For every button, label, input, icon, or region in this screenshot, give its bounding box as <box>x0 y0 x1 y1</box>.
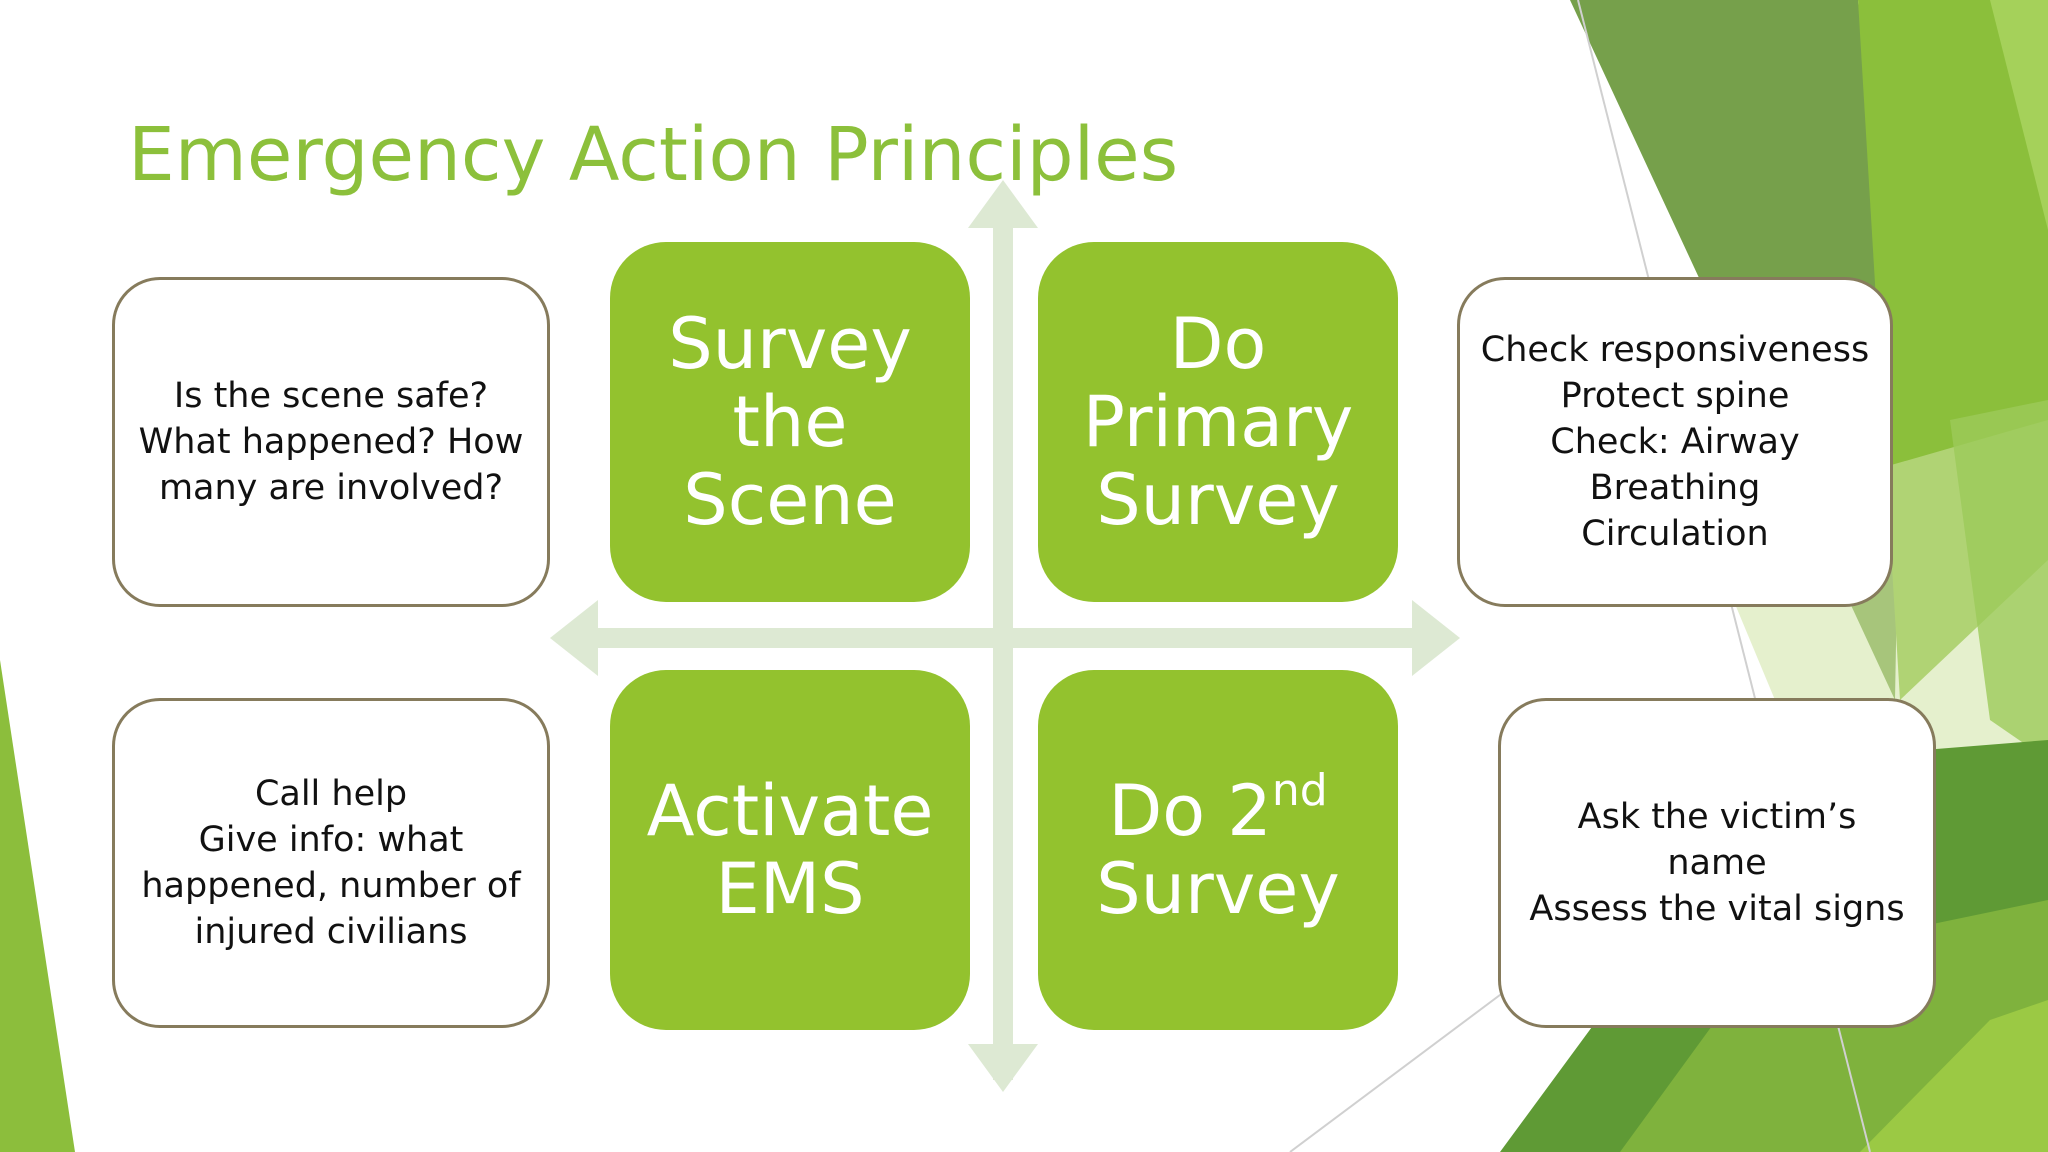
note-line: Check responsiveness <box>1480 330 1870 370</box>
note-line: What happened? How <box>138 422 524 462</box>
note-line: name <box>1667 843 1767 883</box>
note-line: Check: Airway <box>1550 422 1800 462</box>
tile-survey-the-scene: Survey the Scene <box>610 242 970 602</box>
note-line: Ask the victim’s <box>1577 797 1857 837</box>
tile-line: Survey <box>668 303 912 385</box>
tile-do-2nd-survey: Do 2nd Survey <box>1038 670 1398 1030</box>
tile-line: Do 2 <box>1108 770 1272 852</box>
note-box-secondary-checks: Ask the victim’s name Assess the vital s… <box>1498 698 1936 1028</box>
tile-line: Primary <box>1082 381 1354 463</box>
tile-do-primary-survey: Do Primary Survey <box>1038 242 1398 602</box>
note-line: Circulation <box>1581 514 1769 554</box>
tile-line: the <box>732 381 848 463</box>
ordinal-superscript: nd <box>1271 765 1328 816</box>
horizontal-arrow-shaft <box>590 628 1420 648</box>
note-box-primary-checks: Check responsiveness Protect spine Check… <box>1457 277 1893 607</box>
note-line: Is the scene safe? <box>173 376 489 416</box>
tile-line: Scene <box>683 459 897 541</box>
tile-line: EMS <box>715 848 865 930</box>
note-line: Breathing <box>1589 468 1761 508</box>
note-box-scene-safety: Is the scene safe? What happened? How ma… <box>112 277 550 607</box>
note-box-call-help: Call help Give info: what happened, numb… <box>112 698 550 1028</box>
note-line: many are involved? <box>158 468 504 508</box>
note-line: Protect spine <box>1560 376 1790 416</box>
note-line: happened, number of <box>141 866 521 906</box>
tile-line: Survey <box>1096 848 1340 930</box>
tile-line: Survey <box>1096 459 1340 541</box>
up-arrowhead <box>968 180 1038 228</box>
tile-line: Do <box>1169 303 1267 385</box>
note-line: Give info: what <box>198 820 464 860</box>
down-arrowhead <box>968 1044 1038 1092</box>
right-arrowhead <box>1412 600 1460 676</box>
tile-line: Activate <box>646 770 934 852</box>
vertical-arrow-shaft <box>993 220 1013 1080</box>
note-line: Call help <box>254 774 408 814</box>
left-arrowhead <box>550 600 598 676</box>
tile-activate-ems: Activate EMS <box>610 670 970 1030</box>
note-line: injured civilians <box>194 912 468 952</box>
note-line: Assess the vital signs <box>1529 889 1905 929</box>
